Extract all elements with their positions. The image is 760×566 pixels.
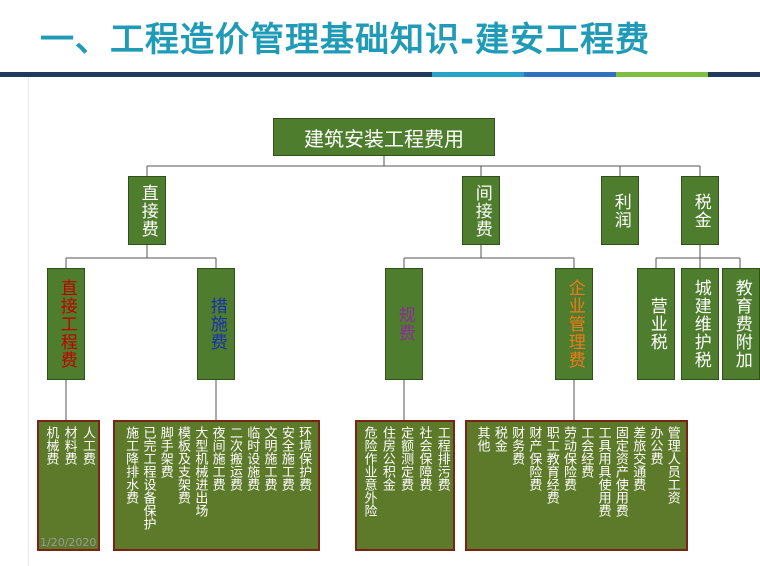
leaf-item: 材料费 bbox=[61, 426, 77, 465]
leaf-item: 财务费 bbox=[509, 426, 525, 465]
node-edu-tax: 教育费附加 bbox=[722, 268, 760, 380]
leaf-item: 已完工程设备保护 bbox=[140, 426, 156, 530]
leaf-item: 模板及支架费 bbox=[175, 426, 191, 504]
leaf-item: 劳动保险费 bbox=[561, 426, 576, 491]
leaf-item: 文明施工费 bbox=[261, 426, 277, 491]
leaf-item: 工会经费 bbox=[578, 426, 594, 478]
slide-margin-line bbox=[28, 77, 29, 566]
page-title: 一、工程造价管理基础知识-建安工程费 bbox=[40, 20, 651, 60]
node-direct: 直接费 bbox=[128, 176, 166, 245]
leaf-item: 夜间施工费 bbox=[209, 426, 225, 491]
leaf-item: 固定资产使用费 bbox=[612, 426, 628, 517]
title-rule-dark bbox=[0, 72, 432, 77]
leaf-item: 职工教育经费 bbox=[543, 426, 559, 504]
leaf-item: 二次搬运费 bbox=[226, 426, 242, 491]
node-indirect: 间接费 bbox=[462, 176, 500, 245]
node-fees: 规费 bbox=[385, 268, 423, 380]
leaf-item: 人工费 bbox=[79, 426, 95, 465]
leaf-item: 定额测定费 bbox=[398, 426, 414, 491]
leaf-item: 住房公积金 bbox=[379, 426, 395, 491]
node-enterprise: 企业管理费 bbox=[555, 268, 593, 380]
leaf-item: 其他 bbox=[474, 426, 490, 452]
title-rule-blue bbox=[524, 72, 616, 77]
leaf-item: 脚手架费 bbox=[157, 426, 173, 478]
leaf-direct-engineering: 机械费 材料费 人工费 bbox=[37, 420, 100, 551]
leaf-item: 社会保障费 bbox=[416, 426, 432, 491]
leaf-fees: 危险作业意外险 住房公积金 定额测定费 社会保障费 工程排污费 bbox=[355, 420, 455, 551]
root-node: 建筑安装工程费用 bbox=[273, 118, 495, 156]
leaf-item: 管理人员工资 bbox=[664, 426, 680, 504]
node-profit: 利润 bbox=[601, 176, 639, 245]
leaf-item: 工程排污费 bbox=[434, 426, 450, 491]
leaf-item: 工具用具使用费 bbox=[595, 426, 611, 517]
leaf-enterprise: 其他 税金 财务费 财产保险费 职工教育经费 劳动保险费 工会经费 工具用具使用… bbox=[465, 420, 688, 551]
leaf-item: 差旅交通费 bbox=[630, 426, 646, 491]
leaf-item: 施工降排水费 bbox=[123, 426, 139, 504]
leaf-item: 财产保险费 bbox=[526, 426, 542, 491]
node-urban-tax: 城建维护税 bbox=[681, 268, 719, 380]
leaf-item: 临时设施费 bbox=[244, 426, 260, 491]
leaf-item: 办公费 bbox=[647, 426, 663, 465]
leaf-item: 安全施工费 bbox=[278, 426, 294, 491]
node-measures: 措施费 bbox=[197, 268, 235, 380]
leaf-item: 环境保护费 bbox=[296, 426, 312, 491]
slide-date: 1/20/2020 bbox=[40, 536, 97, 549]
leaf-item: 机械费 bbox=[43, 426, 59, 465]
node-business-tax: 营业税 bbox=[637, 268, 675, 380]
leaf-item: 危险作业意外险 bbox=[361, 426, 377, 517]
title-rule-green bbox=[616, 72, 708, 77]
node-tax: 税金 bbox=[681, 176, 719, 245]
leaf-measures: 施工降排水费 已完工程设备保护 脚手架费 模板及支架费 大型机械进出场 夜间施工… bbox=[113, 420, 320, 551]
title-rule-teal bbox=[432, 72, 524, 77]
leaf-item: 大型机械进出场 bbox=[192, 426, 208, 517]
leaf-item: 税金 bbox=[491, 426, 507, 452]
node-direct-engineering: 直接工程费 bbox=[47, 268, 85, 380]
title-rule-end bbox=[708, 72, 760, 77]
